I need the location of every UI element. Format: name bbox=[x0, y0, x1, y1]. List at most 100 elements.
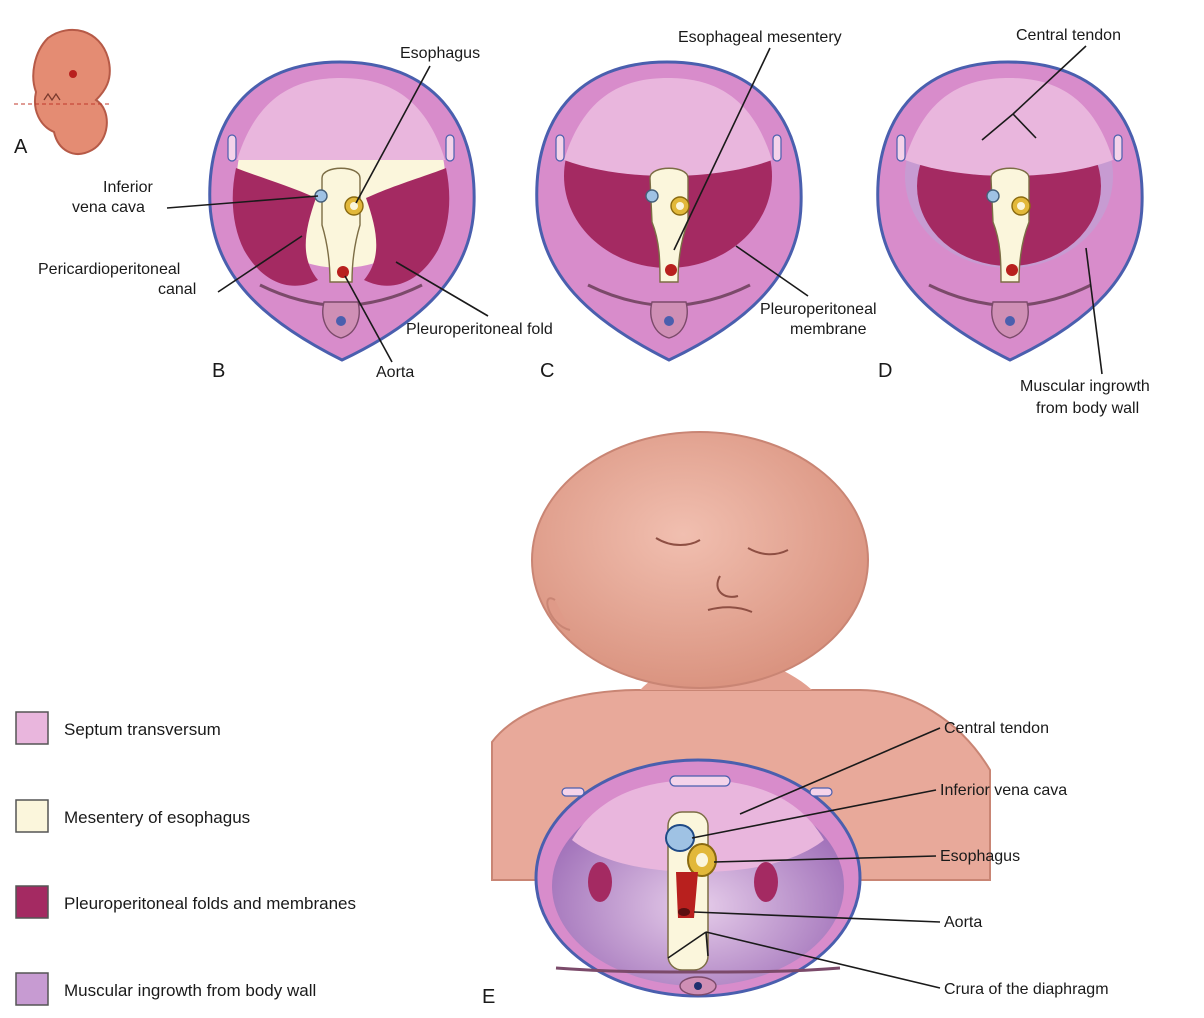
pleuroperitoneal-remnant-right bbox=[754, 862, 778, 902]
rib-slot-right bbox=[1113, 134, 1123, 162]
label-aorta-b: Aorta bbox=[376, 364, 414, 381]
rib-slot-left bbox=[896, 134, 906, 162]
legend: Septum transversum Mesentery of esophagu… bbox=[15, 711, 356, 1006]
infant-eye-right bbox=[747, 547, 789, 556]
leader-crura-fork-right bbox=[705, 931, 709, 957]
inferior-vena-cava bbox=[645, 189, 659, 203]
spinal-cord-e bbox=[694, 982, 702, 990]
rib-slot-e-left bbox=[561, 787, 585, 797]
legend-swatch bbox=[15, 972, 49, 1006]
septum-transversum bbox=[237, 78, 445, 160]
embryo-body bbox=[32, 28, 111, 155]
esophagus-lumen bbox=[676, 202, 684, 210]
leader-esophagus-e bbox=[713, 855, 937, 863]
legend-item: Muscular ingrowth from body wall bbox=[15, 972, 316, 1006]
label-ivc-b-2: vena cava bbox=[72, 199, 145, 216]
embryo-heart-dot bbox=[69, 70, 77, 78]
spinal-cord bbox=[336, 316, 346, 326]
inferior-vena-cava-e bbox=[665, 824, 695, 852]
rib-slot-right bbox=[445, 134, 455, 162]
leader-aorta-b bbox=[344, 275, 393, 363]
panel-d-section: Central tendon Muscular ingrowth from bo… bbox=[876, 27, 1150, 417]
label-ivc-e: Inferior vena cava bbox=[940, 782, 1067, 799]
legend-swatch bbox=[15, 711, 49, 745]
esophagus-lumen bbox=[350, 202, 358, 210]
legend-item: Mesentery of esophagus bbox=[15, 799, 250, 833]
legend-label: Pleuroperitoneal folds and membranes bbox=[64, 894, 356, 913]
leader-central-tendon-d bbox=[1012, 45, 1087, 115]
panel-label-d: D bbox=[878, 360, 892, 382]
rib-arc-e bbox=[555, 966, 841, 974]
panel-label-b: B bbox=[212, 360, 225, 382]
leader-esophagus-b bbox=[355, 65, 431, 204]
label-ivc-b-1: Inferior bbox=[103, 179, 153, 196]
label-central-tendon-d: Central tendon bbox=[1016, 27, 1121, 44]
aorta-e bbox=[676, 872, 698, 918]
infant-mouth bbox=[707, 606, 753, 613]
esophagus-lumen bbox=[1017, 202, 1025, 210]
label-aorta-e: Aorta bbox=[944, 914, 982, 931]
rib-slot-e-top bbox=[669, 775, 731, 787]
leader-pp-membrane bbox=[735, 245, 809, 297]
label-pp-membrane-2: membrane bbox=[790, 321, 867, 338]
aorta bbox=[337, 266, 349, 278]
infant-eye-left bbox=[655, 537, 701, 546]
aorta-lumen-e bbox=[678, 908, 690, 916]
legend-swatch bbox=[15, 799, 49, 833]
label-esophageal-mesentery: Esophageal mesentery bbox=[678, 29, 842, 46]
leader-muscular-ingrowth bbox=[1085, 247, 1103, 375]
aorta bbox=[1006, 264, 1018, 276]
leader-ivc-e bbox=[691, 789, 937, 839]
panel-label-a: A bbox=[14, 136, 28, 158]
leader-crura-fork-left bbox=[667, 931, 707, 959]
leader-central-tendon-d-fork-left bbox=[981, 113, 1014, 141]
legend-swatch bbox=[15, 885, 49, 919]
leader-central-tendon-d-fork-right bbox=[1012, 113, 1037, 139]
label-pp-membrane-1: Pleuroperitoneal bbox=[760, 301, 877, 318]
leader-ivc-b bbox=[166, 195, 319, 209]
leader-pleuroperitoneal-fold bbox=[395, 261, 489, 317]
label-esophagus-b: Esophagus bbox=[400, 45, 480, 62]
panel-c-section: Esophageal mesentery Pleuroperitoneal me… bbox=[535, 29, 877, 382]
label-muscular-ingrowth-2: from body wall bbox=[1036, 400, 1139, 417]
panel-label-c: C bbox=[540, 360, 554, 382]
label-pc-canal-2: canal bbox=[158, 281, 196, 298]
central-tendon bbox=[905, 78, 1113, 176]
rib-slot-right bbox=[772, 134, 782, 162]
panel-label-e: E bbox=[482, 986, 495, 1008]
pleuroperitoneal-fold-right bbox=[364, 168, 450, 286]
label-pc-canal-1: Pericardioperitoneal bbox=[38, 261, 180, 278]
panel-a-embryo: A bbox=[14, 28, 112, 158]
rib-slot-left bbox=[555, 134, 565, 162]
pleuroperitoneal-remnant-left bbox=[588, 862, 612, 902]
inferior-vena-cava bbox=[986, 189, 1000, 203]
esophagus-lumen-e bbox=[696, 853, 708, 867]
legend-label: Septum transversum bbox=[64, 720, 221, 739]
spinal-cord bbox=[664, 316, 674, 326]
label-central-tendon-e: Central tendon bbox=[944, 720, 1049, 737]
spinal-cord bbox=[1005, 316, 1015, 326]
embryo-somites bbox=[43, 92, 61, 102]
infant-ear bbox=[546, 597, 571, 631]
leader-central-tendon-e bbox=[739, 727, 941, 815]
panel-b-section: Esophagus Inferior vena cava Pericardiop… bbox=[38, 45, 553, 382]
infant-head bbox=[531, 431, 869, 689]
rib-slot-e-right bbox=[809, 787, 833, 797]
label-esophagus-e: Esophagus bbox=[940, 848, 1020, 865]
infant-nose bbox=[716, 575, 739, 598]
esophageal-mesentery bbox=[321, 167, 361, 283]
rib-slot-left bbox=[227, 134, 237, 162]
leader-crura bbox=[705, 931, 941, 989]
legend-label: Muscular ingrowth from body wall bbox=[64, 981, 316, 1000]
panel-e-infant: Central tendon Inferior vena cava Esopha… bbox=[482, 431, 1109, 1008]
aorta bbox=[665, 264, 677, 276]
legend-item: Pleuroperitoneal folds and membranes bbox=[15, 885, 356, 919]
legend-label: Mesentery of esophagus bbox=[64, 808, 250, 827]
label-pleuroperitoneal-fold: Pleuroperitoneal fold bbox=[406, 321, 553, 338]
leader-aorta-e bbox=[693, 911, 941, 923]
label-crura: Crura of the diaphragm bbox=[944, 981, 1109, 998]
leader-esophageal-mesentery bbox=[673, 47, 771, 251]
legend-item: Septum transversum bbox=[15, 711, 221, 745]
